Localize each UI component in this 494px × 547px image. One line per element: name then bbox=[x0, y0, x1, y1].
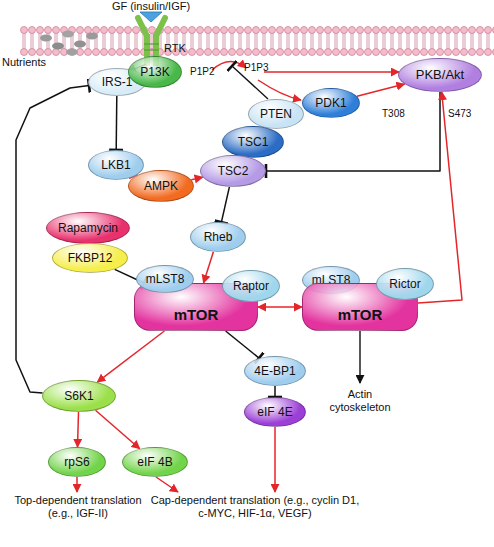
node-text: P13K bbox=[140, 66, 169, 79]
output-arrow bbox=[274, 427, 276, 492]
output-label: Cap-dependent translation (e.g., cyclin … bbox=[150, 494, 360, 520]
node-text: TSC1 bbox=[238, 136, 269, 149]
node-text: PTEN bbox=[260, 108, 292, 121]
activation-arrow bbox=[264, 71, 399, 73]
complex-subunit: mLST8 bbox=[136, 265, 194, 293]
cell-membrane bbox=[20, 26, 494, 56]
node-text: mTOR bbox=[174, 307, 219, 323]
kinase-node: PKB/Akt bbox=[398, 58, 482, 92]
inhibition-line bbox=[221, 187, 229, 222]
phosphatase-node: PTEN bbox=[248, 99, 304, 129]
initiation-factor: eIF 4B bbox=[122, 447, 188, 477]
node-text: AMPK bbox=[144, 180, 178, 193]
output-label: Actin cytoskeleton bbox=[320, 388, 400, 414]
node-text: TSC2 bbox=[218, 165, 249, 178]
kinase-node: S6K1 bbox=[42, 380, 116, 412]
node-text: LKB1 bbox=[101, 159, 130, 172]
node-text: IRS-1 bbox=[102, 76, 133, 89]
site-label: T308 bbox=[382, 108, 416, 120]
node-text: PKB/Akt bbox=[416, 68, 464, 82]
ribosomal-protein: rpS6 bbox=[48, 447, 106, 477]
protein-node: FKBP12 bbox=[52, 243, 128, 273]
binding-protein: 4E-BP1 bbox=[244, 356, 306, 386]
node-text: mTOR bbox=[338, 307, 383, 323]
drug-node: Rapamycin bbox=[46, 212, 130, 244]
node-text: PDK1 bbox=[315, 97, 346, 110]
activation-arrow bbox=[191, 177, 202, 179]
receptor-label: RTK bbox=[164, 42, 204, 55]
kinase-node: P13K bbox=[128, 56, 182, 88]
activation-arrow bbox=[212, 61, 246, 70]
activation-arrow bbox=[258, 306, 302, 308]
complex-subunit: TSC1 bbox=[222, 126, 284, 158]
inhibition-line bbox=[115, 96, 117, 150]
output-arrow bbox=[76, 477, 78, 492]
activation-arrow bbox=[78, 412, 79, 447]
nutrient-particles bbox=[40, 31, 98, 56]
node-text: eIF 4B bbox=[137, 456, 172, 469]
activation-arrow bbox=[96, 410, 140, 448]
node-text: Rictor bbox=[389, 278, 420, 291]
node-text: Rapamycin bbox=[58, 222, 118, 235]
lipid-label: P1P2 bbox=[190, 66, 220, 78]
node-text: Raptor bbox=[233, 280, 269, 293]
output-label: Top-dependent translation (e.g., IGF-II) bbox=[14, 494, 142, 520]
inhibition-line bbox=[226, 331, 260, 358]
activation-arrow bbox=[258, 80, 301, 100]
kinase-node: AMPK bbox=[128, 170, 194, 202]
node-text: FKBP12 bbox=[68, 252, 113, 265]
node-text: S6K1 bbox=[64, 390, 93, 403]
complex-subunit: Rictor bbox=[376, 268, 434, 300]
output-arrow bbox=[156, 477, 178, 492]
inhibition-line bbox=[274, 386, 276, 397]
ligand-label: GF (insulin/IGF) bbox=[90, 0, 212, 13]
complex-subunit: Raptor bbox=[222, 270, 280, 302]
node-text: 4E-BP1 bbox=[254, 365, 295, 378]
nutrient-label: Nutrients bbox=[2, 56, 72, 69]
kinase-node: PDK1 bbox=[302, 88, 360, 118]
lipid-label: P1P3 bbox=[244, 62, 274, 74]
initiation-factor: eIF 4E bbox=[244, 397, 306, 427]
activation-arrow bbox=[204, 252, 214, 283]
activation-arrow bbox=[357, 84, 405, 96]
node-text: rpS6 bbox=[64, 456, 89, 469]
gtpase-node: Rheb bbox=[190, 222, 246, 252]
output-arrow bbox=[359, 331, 360, 383]
node-text: mLST8 bbox=[146, 273, 185, 286]
activation-arrow bbox=[97, 331, 164, 382]
complex-subunit: TSC2 bbox=[200, 155, 266, 187]
node-text: Rheb bbox=[204, 231, 233, 244]
node-text: eIF 4E bbox=[257, 406, 292, 419]
site-label: S473 bbox=[448, 108, 482, 120]
